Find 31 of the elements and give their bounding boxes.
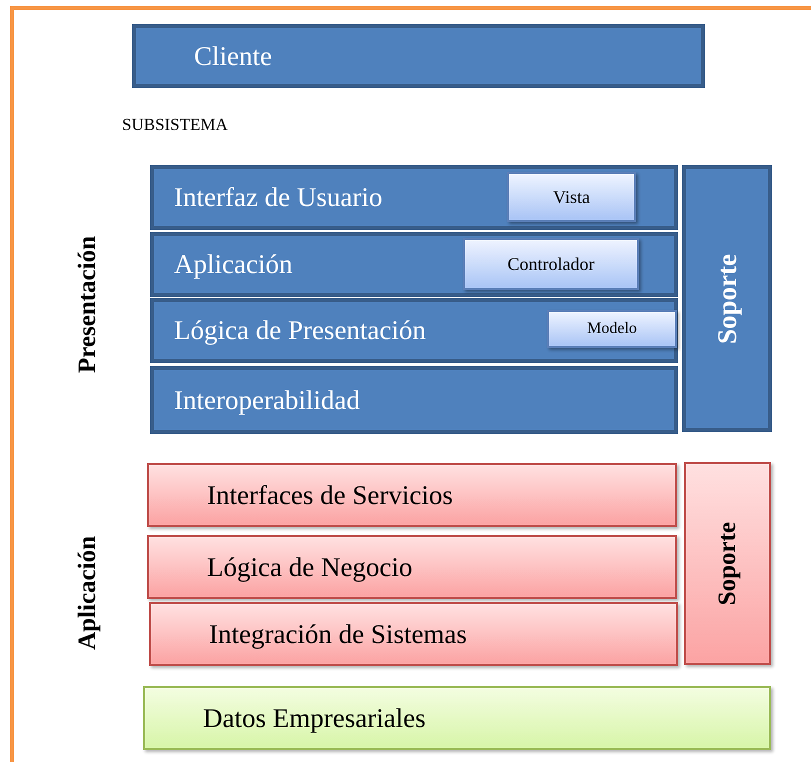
layer-label: Interfaz de Usuario (174, 182, 382, 213)
layer-label: Aplicación (174, 249, 292, 280)
layer-label: Integración de Sistemas (209, 618, 467, 650)
component-box (547, 310, 677, 348)
layer-label: Soporte (712, 254, 742, 344)
tier-label: Aplicación (74, 536, 102, 650)
component-box (463, 238, 639, 290)
component-box (507, 172, 636, 222)
layer-label: Datos Empresariales (203, 702, 426, 734)
layer-label: Soporte (714, 522, 742, 606)
layer-label: Vista (553, 186, 590, 208)
section-heading: SUBSISTEMA (122, 115, 228, 135)
layer-box (147, 535, 677, 599)
layer-box (150, 165, 678, 230)
layer-box (147, 463, 677, 527)
layer-box (132, 24, 705, 88)
layer-label: Cliente (194, 40, 272, 72)
layer-box (149, 602, 678, 666)
layer-box (150, 298, 678, 363)
layer-box (150, 232, 678, 297)
side-bar (682, 165, 772, 432)
side-bar (684, 462, 771, 665)
layer-label: Lógica de Presentación (174, 315, 426, 346)
layer-label: Interoperabilidad (174, 384, 360, 416)
layer-box (143, 686, 771, 750)
tier-label: Presentación (74, 236, 102, 374)
layer-label: Modelo (587, 320, 637, 338)
layer-label: Lógica de Negocio (207, 552, 412, 582)
layer-label: Controlador (508, 254, 594, 274)
layer-label: Interfaces de Servicios (207, 480, 453, 510)
layer-box (150, 366, 678, 434)
